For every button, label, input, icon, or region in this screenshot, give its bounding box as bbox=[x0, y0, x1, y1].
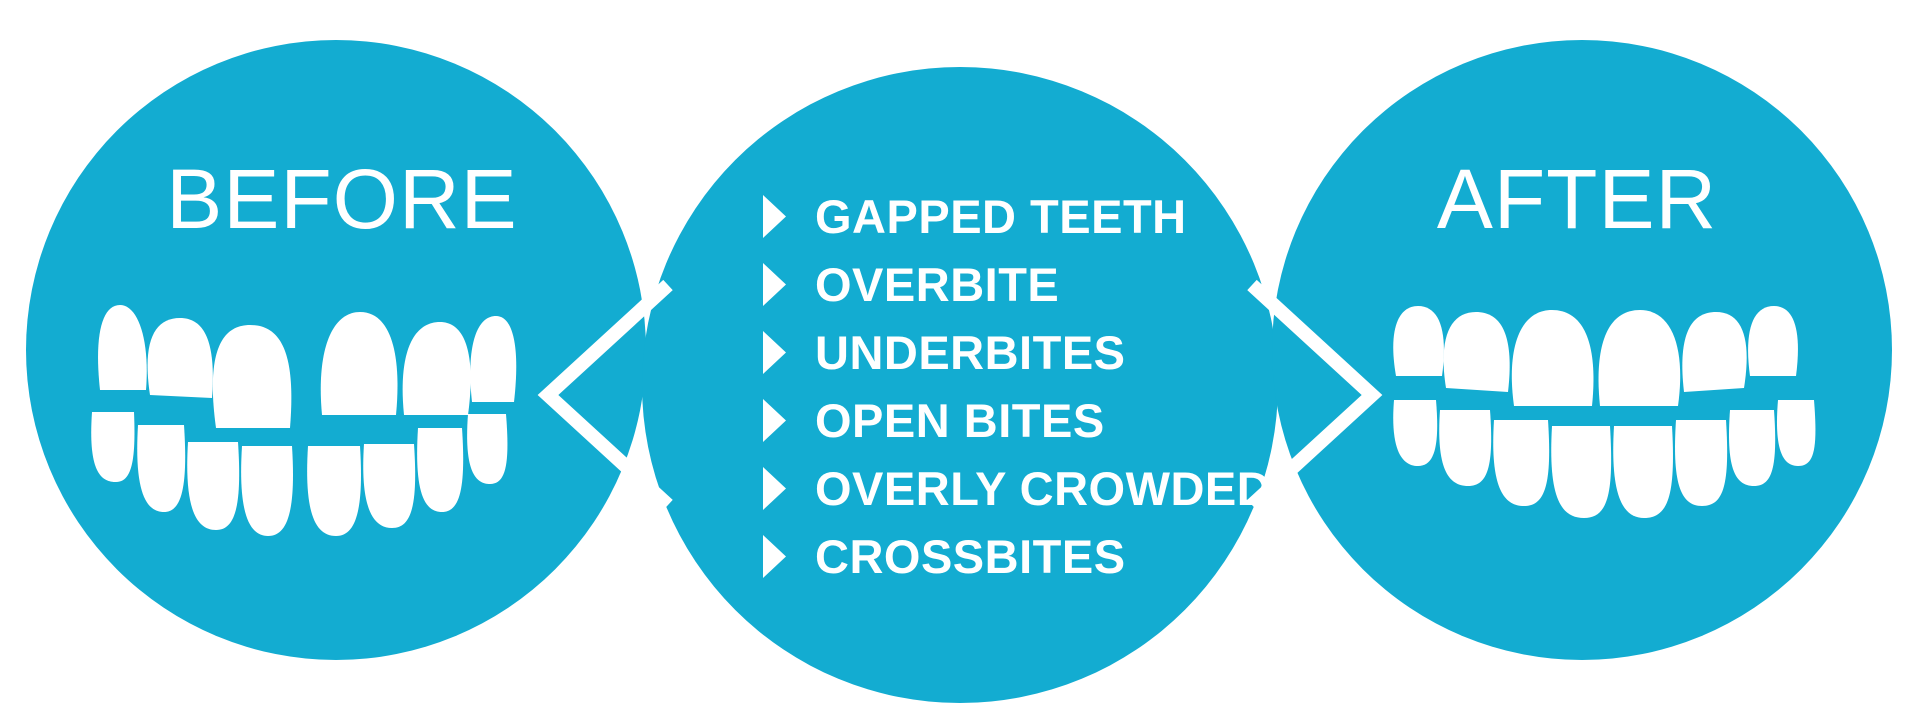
conditions-circle bbox=[642, 67, 1278, 703]
triangle-bullet-icon bbox=[763, 399, 786, 442]
left-chevron-arrow-icon bbox=[537, 279, 673, 511]
list-item: OVERBITE bbox=[763, 258, 1059, 311]
list-item: UNDERBITES bbox=[763, 326, 1126, 379]
condition-label: CROSSBITES bbox=[815, 530, 1126, 583]
aligned-teeth-icon bbox=[1393, 306, 1816, 518]
condition-label: OPEN BITES bbox=[815, 394, 1105, 447]
list-item: OPEN BITES bbox=[763, 394, 1105, 447]
list-item: OVERLY CROWDED bbox=[763, 462, 1271, 515]
right-chevron-arrow-icon bbox=[1247, 279, 1383, 511]
triangle-bullet-icon bbox=[763, 195, 786, 238]
list-item: CROSSBITES bbox=[763, 530, 1126, 583]
condition-label: OVERLY CROWDED bbox=[815, 462, 1271, 515]
before-title: BEFORE bbox=[166, 152, 517, 246]
triangle-bullet-icon bbox=[763, 263, 786, 306]
triangle-bullet-icon bbox=[763, 331, 786, 374]
misaligned-teeth-icon bbox=[91, 305, 517, 536]
conditions-list: GAPPED TEETH OVERBITE UNDERBITES OPEN BI… bbox=[763, 190, 1271, 583]
triangle-bullet-icon bbox=[763, 535, 786, 578]
after-title: AFTER bbox=[1437, 152, 1717, 246]
triangle-bullet-icon bbox=[763, 467, 786, 510]
list-item: GAPPED TEETH bbox=[763, 190, 1187, 243]
condition-label: UNDERBITES bbox=[815, 326, 1126, 379]
condition-label: OVERBITE bbox=[815, 258, 1059, 311]
condition-label: GAPPED TEETH bbox=[815, 190, 1187, 243]
